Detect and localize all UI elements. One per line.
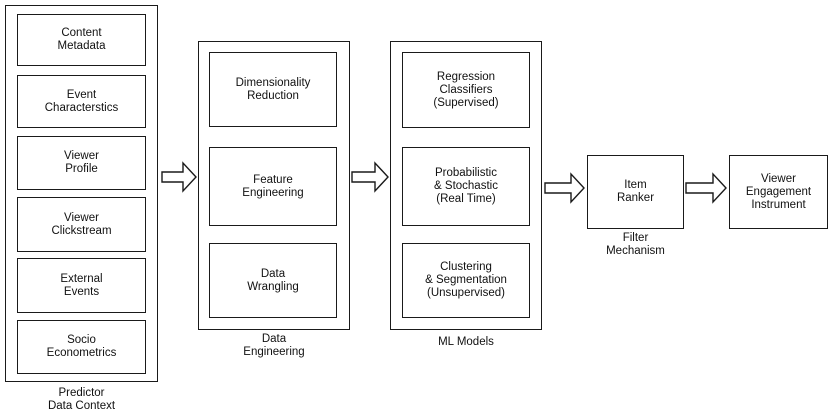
arrow-right-icon [685,172,727,204]
viewer-profile-box: Viewer Profile [17,136,146,190]
feature-engineering-box: Feature Engineering [209,147,337,226]
probabilistic-stochastic-box: Probabilistic & Stochastic (Real Time) [402,147,530,226]
viewer-clickstream-box: Viewer Clickstream [17,197,146,252]
ml-models-caption: ML Models [438,336,494,348]
arrow-right-icon [544,172,585,204]
data-engineering-caption: Data Engineering [243,333,305,358]
regression-classifiers-box: Regression Classifiers (Supervised) [402,52,530,128]
socio-econometrics-box: Socio Econometrics [17,320,146,374]
event-characteristics-box: Event Characterstics [17,75,146,128]
clustering-segmentation-box: Clustering & Segmentation (Unsupervised) [402,243,530,318]
content-metadata-box: Content Metadata [17,14,146,66]
dimensionality-reduction-box: Dimensionality Reduction [209,52,337,127]
data-wrangling-box: Data Wrangling [209,243,337,318]
arrow-right-icon [351,161,389,193]
arrow-right-icon [161,161,197,193]
external-events-box: External Events [17,258,146,313]
predictor-data-context-caption: Predictor Data Context [47,387,116,412]
predictor-data-context-panel [5,5,158,382]
viewer-engagement-instrument-box: Viewer Engagement Instrument [729,155,828,229]
item-ranker-box: Item Ranker [587,155,684,229]
filter-mechanism-caption: Filter Mechanism [606,232,665,257]
